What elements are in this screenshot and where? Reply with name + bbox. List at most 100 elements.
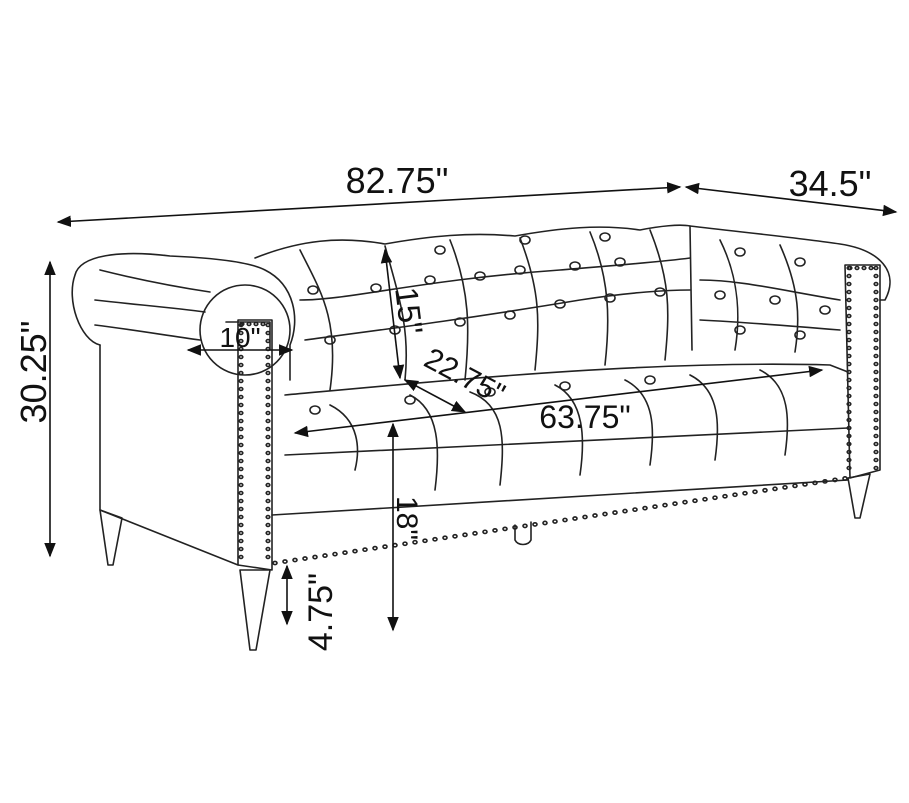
nailhead [238, 506, 244, 512]
nailhead [846, 321, 852, 327]
nailhead [873, 305, 879, 311]
nailhead [642, 505, 648, 511]
nailhead [265, 410, 271, 416]
sofa-back-outline [254, 224, 693, 351]
nailhead [602, 511, 608, 517]
nailhead [238, 370, 244, 376]
nailhead [562, 517, 568, 523]
nailhead [238, 466, 244, 472]
nailhead [482, 529, 488, 535]
tufting-button [794, 330, 806, 340]
back-height-label: 15" [388, 285, 429, 336]
nailhead [812, 480, 818, 486]
tufting-button [559, 381, 571, 391]
nailhead [362, 547, 368, 553]
nailhead [846, 409, 852, 415]
nailhead [253, 321, 259, 327]
nailhead [873, 313, 879, 319]
nailhead [873, 329, 879, 335]
nailhead [402, 541, 408, 547]
nailhead [873, 281, 879, 287]
nailhead [542, 520, 548, 526]
left-arm-tufting [94, 269, 211, 341]
tufting-button [734, 325, 746, 335]
nailhead [552, 519, 558, 524]
nailhead [265, 482, 271, 488]
depth-dimension-line [684, 182, 898, 217]
left-arm-panel [99, 319, 273, 571]
nailhead [238, 418, 244, 424]
nailhead [322, 553, 328, 558]
nailhead [873, 369, 879, 375]
leg-height-label: 4.75" [302, 573, 340, 651]
tufting-button [404, 395, 416, 405]
nailhead [265, 354, 271, 360]
nailhead [412, 539, 418, 545]
nailhead [772, 486, 778, 492]
back-height-dimension-line [380, 248, 405, 380]
nailhead [652, 504, 658, 510]
nailhead [238, 434, 244, 440]
nailhead [238, 450, 244, 456]
seat-height-label: 18" [390, 496, 423, 540]
nailhead [672, 501, 678, 507]
nailhead [712, 495, 718, 501]
left-arm-roll [71, 252, 296, 381]
nailhead [846, 361, 852, 367]
nailhead [265, 338, 271, 344]
nailhead [873, 273, 879, 279]
tufting-button [654, 287, 666, 297]
overall-width-label: 82.75" [346, 160, 449, 201]
dimension-labels: 82.75" 34.5" 30.25" 15" 10" 22.75" 63.75… [13, 160, 871, 651]
nailhead [522, 523, 528, 529]
nailhead [873, 401, 879, 407]
nailhead [265, 442, 271, 448]
nailhead [260, 321, 266, 327]
tufting-button [604, 293, 616, 303]
nailhead [873, 441, 879, 447]
nailhead [802, 481, 808, 487]
nailhead [302, 556, 308, 561]
nailhead [238, 498, 244, 504]
tufting-button [514, 265, 526, 275]
nailhead [846, 425, 852, 431]
nailhead [238, 442, 244, 448]
nailhead [722, 493, 728, 499]
nailhead [846, 297, 852, 303]
nailhead [238, 546, 244, 552]
seat-width-dimension-line [293, 365, 824, 438]
tufting-button [474, 271, 486, 281]
nailhead [846, 449, 852, 455]
nailhead [873, 433, 879, 439]
tufting-button [454, 317, 466, 327]
nailhead [846, 345, 852, 351]
nailhead [265, 490, 271, 496]
nailhead [265, 450, 271, 456]
back-left-leg [99, 509, 123, 566]
nailhead [873, 297, 879, 303]
nailhead [873, 417, 879, 423]
nailhead [873, 377, 879, 383]
back-tufting [299, 229, 841, 391]
nailhead [265, 538, 271, 544]
nailhead [312, 554, 318, 560]
front-left-leg [239, 569, 271, 651]
nailhead [832, 477, 838, 483]
left-arm-roll-end [199, 284, 291, 376]
nailhead [238, 410, 244, 416]
tufting-button [769, 295, 781, 305]
nailhead [265, 378, 271, 384]
nailhead [239, 321, 245, 327]
nailhead [238, 426, 244, 432]
nailhead [272, 560, 278, 566]
nailhead [692, 498, 698, 504]
nailhead [238, 330, 244, 336]
nailhead [582, 514, 588, 520]
nailhead [265, 426, 271, 432]
seat-width-label: 63.75" [539, 399, 630, 435]
nailhead [846, 281, 852, 287]
tufting-button [434, 245, 446, 255]
nailhead [873, 361, 879, 367]
nailhead [265, 394, 271, 400]
